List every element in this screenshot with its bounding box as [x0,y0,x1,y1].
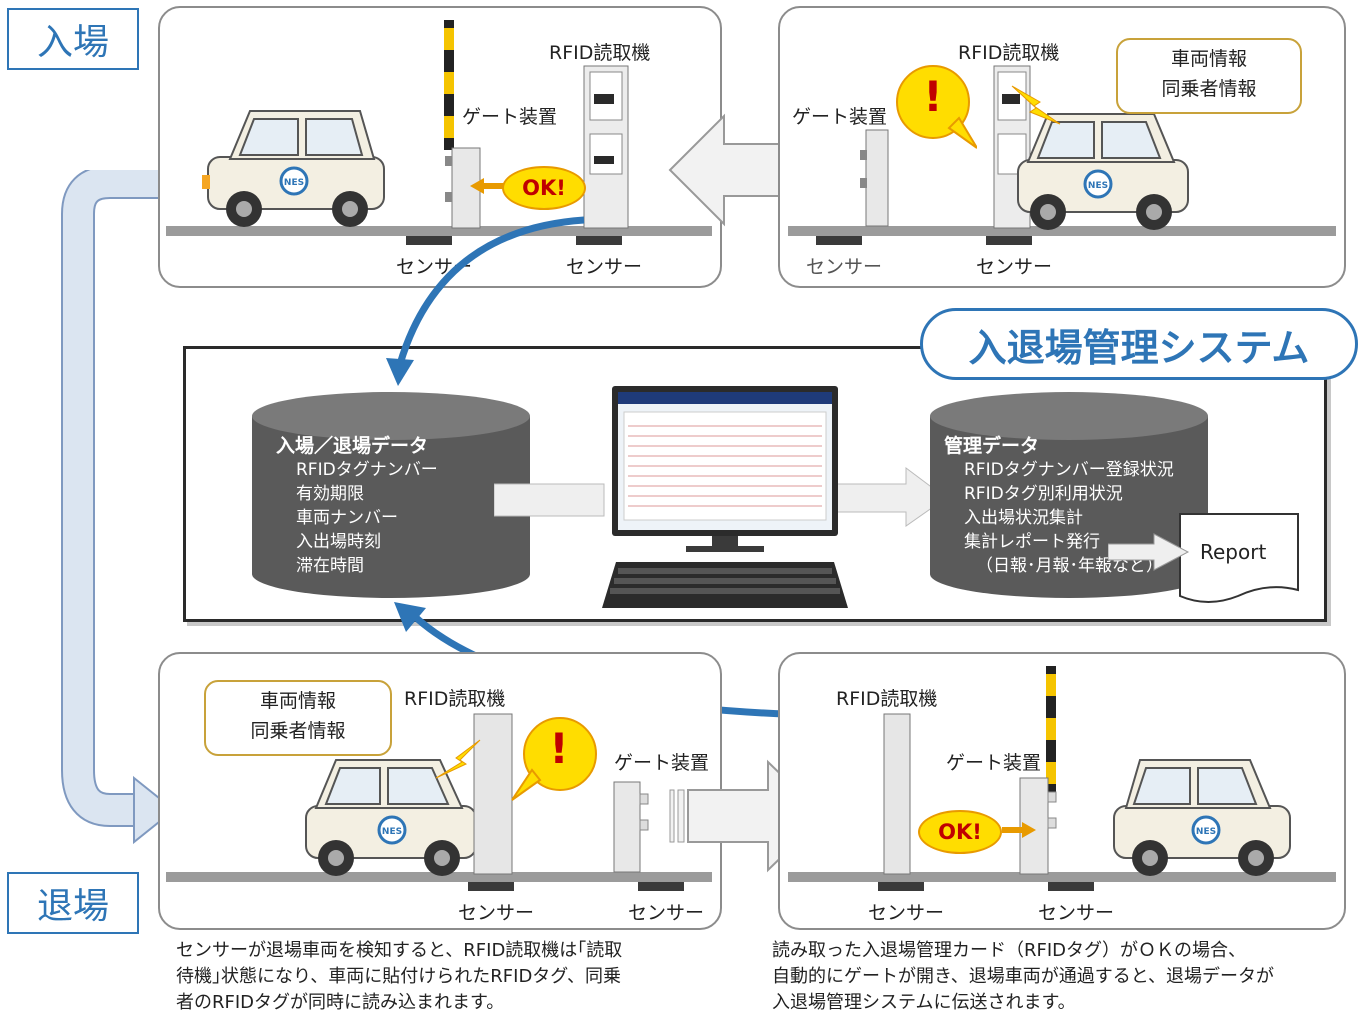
data-item: 入出場時刻 [296,532,381,552]
report-label: Report [1200,540,1267,564]
car-logo-text: NES [382,827,402,837]
data-item: RFIDタグ別利用状況 [964,484,1123,504]
ok-arrow-icon [1002,822,1036,838]
sensor-icon [816,236,862,245]
rfid-reader-label: RFID読取機 [836,688,938,710]
rfid-reader-label: RFID読取機 [549,42,651,64]
alert-bubble-icon [896,65,977,149]
gate-device-label: ゲート装置 [792,106,888,128]
gate-device-icon [860,129,889,227]
rfid-reader-label: RFID読取機 [404,688,506,710]
sensor-label: センサー [628,902,705,924]
entry-exit-data-block: 入場／退場データ RFIDタグナンバー 有効期限 車両ナンバー 入出場時刻 滞在… [276,434,438,578]
rfid-reader-label: RFID読取機 [958,42,1060,64]
sensor-icon [878,882,924,891]
gate-device-icon [613,781,649,873]
exit-gate-caption: 読み取った入退場管理カード（RFIDタグ）がＯＫの場合、 自動的にゲートが開き、… [772,938,1352,1016]
caption-line: 入退場管理システムに伝送されます。 [772,992,1076,1013]
flow-arrow-right-icon [494,483,605,517]
vehicle-info-callout: 車両情報 同乗者情報 [204,680,392,756]
data-item: RFIDタグナンバー [296,460,438,480]
data-item: RFIDタグナンバー登録状況 [964,460,1174,480]
sensor-label: センサー [868,902,945,924]
signal-bolt-icon [435,739,481,779]
ground-line [166,872,712,882]
alert-mark: ! [923,72,943,121]
data-item: 集計レポート発行 [964,532,1100,552]
car-icon: NES [1113,759,1291,876]
sensor-label: センサー [566,256,643,278]
ok-badge: OK! [918,810,1002,854]
management-data-title: 管理データ [944,435,1040,457]
entry-exit-database-icon [252,392,530,598]
callout-line: 車両情報 [1170,48,1247,70]
car-icon: NES [1017,113,1189,230]
data-item: 車両ナンバー [296,508,398,528]
report-document-icon [1179,513,1299,603]
entry-exit-data-title: 入場／退場データ [276,435,429,457]
caption-line: 読み取った入退場管理カード（RFIDタグ）がＯＫの場合、 [772,940,1247,961]
callout-line: 同乗者情報 [1161,78,1257,100]
entry-label: 入場 [7,8,139,70]
data-item: 入出場状況集計 [964,508,1083,528]
system-title: 入退場管理システム [920,308,1358,380]
car-icon: NES [202,110,385,227]
data-flow-arrow-down [386,216,585,386]
signal-bolt-icon [1011,85,1061,125]
alert-mark: ! [549,724,569,773]
sensor-label: センサー [806,256,883,278]
computer-icon [602,386,848,608]
callout-line: 同乗者情報 [250,720,346,742]
sensor-icon [468,882,514,891]
sensor-icon [406,236,452,245]
sensor-label: センサー [976,256,1053,278]
callout-line: 車両情報 [259,690,336,712]
car-logo-text: NES [1196,827,1216,837]
management-data-block: 管理データ RFIDタグナンバー登録状況 RFIDタグ別利用状況 入出場状況集計… [944,434,1174,578]
ok-arrow-icon [470,178,504,194]
car-logo-text: NES [1088,181,1108,191]
rfid-reader-icon [583,65,629,229]
sensor-icon [638,882,684,891]
caption-line: 自動的にゲートが開き、退場車両が通過すると、退場データが [772,966,1275,987]
caption-line: 待機｣状態になり、車両に貼付けられたRFIDタグ、同乗 [176,966,622,987]
management-system-box [183,346,1327,622]
management-data-items: RFIDタグナンバー登録状況 RFIDタグ別利用状況 入出場状況集計 集計レポー… [944,458,1174,578]
gate-barrier-icon [1019,666,1057,875]
ok-badge: OK! [502,166,586,210]
data-item: 有効期限 [296,484,364,504]
sensor-icon [1048,882,1094,891]
sensor-icon [986,236,1032,245]
sensor-icon [576,236,622,245]
entry-exit-data-items: RFIDタグナンバー 有効期限 車両ナンバー 入出場時刻 滞在時間 [276,458,438,578]
ground-line [166,226,712,236]
report-arrow-icon [1108,533,1190,571]
rfid-reader-icon [883,713,911,875]
caption-line: センサーが退場車両を検知すると、RFID読取機は｢読取 [176,940,623,961]
caption-line: 者のRFIDタグが同時に読み込まれます。 [176,992,505,1013]
rfid-reader-icon [473,713,513,875]
car-logo-text: NES [284,178,304,188]
gate-device-label: ゲート装置 [946,752,1042,774]
vehicle-info-callout: 車両情報 同乗者情報 [1116,38,1302,114]
ground-line [788,226,1336,236]
sensor-label: センサー [458,902,535,924]
data-item: 滞在時間 [296,556,364,576]
data-item: （日報･月報･年報など） [976,556,1163,576]
flow-arrow-left [61,170,176,845]
gate-device-label: ゲート装置 [614,752,710,774]
exit-label: 退場 [7,872,139,934]
sensor-label: センサー [1038,902,1115,924]
gate-device-label: ゲート装置 [462,106,558,128]
ground-line [788,872,1336,882]
exit-detect-caption: センサーが退場車両を検知すると、RFID読取機は｢読取 待機｣状態になり、車両に… [176,938,736,1016]
alert-bubble-icon [511,717,597,801]
